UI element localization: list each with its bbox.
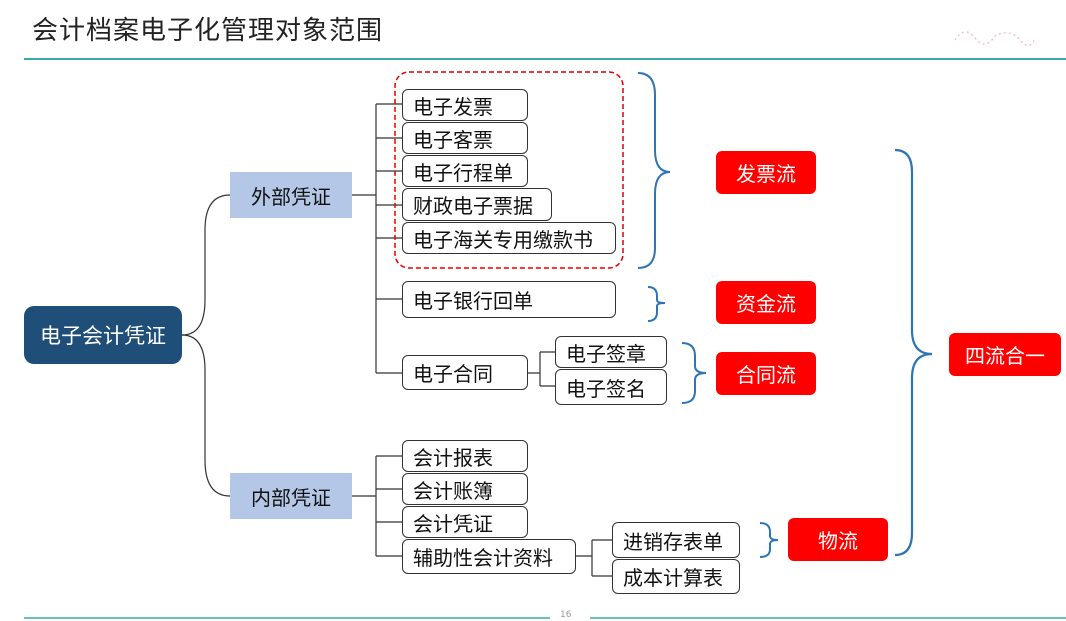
page-title: 会计档案电子化管理对象范围 <box>32 16 384 46</box>
category-external-voucher: 外部凭证 <box>230 172 352 218</box>
leaf-e-ticket: 电子客票 <box>402 122 528 154</box>
flow-logistics: 物流 <box>788 518 888 561</box>
category-internal-voucher: 内部凭证 <box>230 473 352 519</box>
flow-capital: 资金流 <box>716 281 816 324</box>
leaf-e-invoice: 电子发票 <box>402 89 528 121</box>
leaf-e-seal: 电子签章 <box>555 336 667 368</box>
logo-watermark <box>954 31 1036 47</box>
leaf-accounting-ledger: 会计账簿 <box>402 473 528 505</box>
page-number: 16 <box>560 610 572 620</box>
leaf-cost-sheet: 成本计算表 <box>612 559 740 594</box>
flow-invoice: 发票流 <box>716 151 816 194</box>
leaf-e-customs-payment: 电子海关专用缴款书 <box>402 222 616 254</box>
title-divider <box>24 58 1066 60</box>
leaf-accounting-report: 会计报表 <box>402 440 528 472</box>
leaf-accounting-voucher: 会计凭证 <box>402 506 528 538</box>
flow-unified: 四流合一 <box>949 333 1061 376</box>
flow-contract: 合同流 <box>716 352 816 395</box>
leaf-inventory-form: 进销存表单 <box>612 522 740 558</box>
leaf-e-bank-receipt: 电子银行回单 <box>402 281 616 318</box>
leaf-e-contract: 电子合同 <box>402 355 528 390</box>
leaf-fiscal-e-receipt: 财政电子票据 <box>402 188 552 221</box>
leaf-e-itinerary: 电子行程单 <box>402 155 528 187</box>
leaf-e-signature: 电子签名 <box>555 369 667 405</box>
leaf-auxiliary-material: 辅助性会计资料 <box>402 539 576 574</box>
root-node-electronic-accounting-voucher: 电子会计凭证 <box>24 306 182 364</box>
